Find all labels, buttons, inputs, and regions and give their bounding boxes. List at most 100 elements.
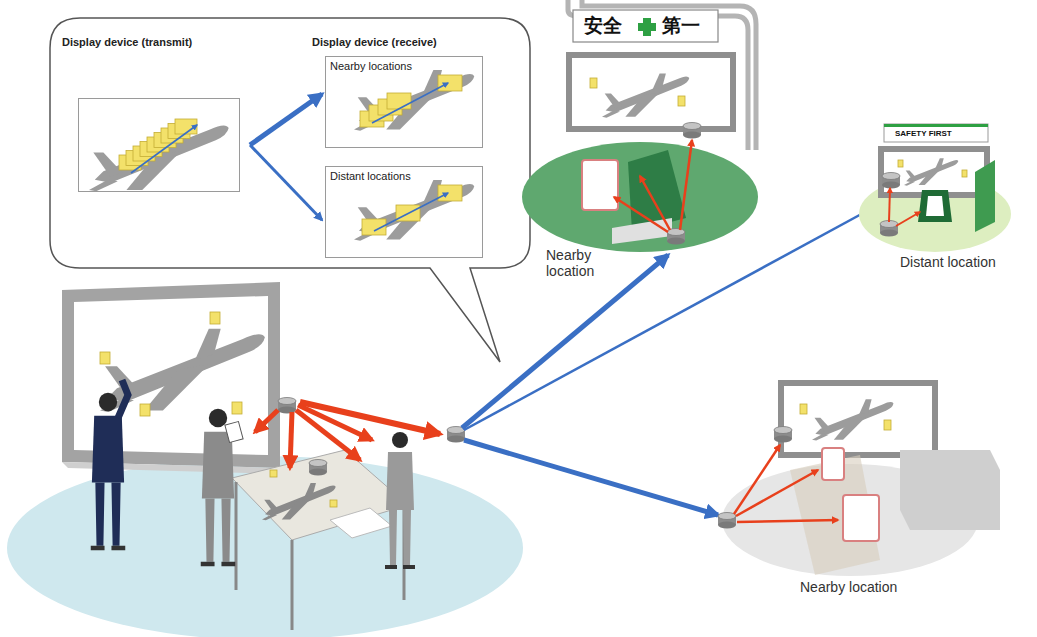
tablet xyxy=(843,495,879,541)
hub-base xyxy=(667,238,685,245)
hub-top xyxy=(309,460,327,467)
signal-arrow xyxy=(462,255,668,428)
sticky-note xyxy=(898,160,903,167)
panel-heading: Display device (receive) xyxy=(312,36,437,48)
display-frame xyxy=(78,98,240,192)
panel-label: Distant locations xyxy=(330,170,478,183)
airplane-fuselage xyxy=(815,402,893,435)
airplane-tail xyxy=(812,434,829,441)
airplane xyxy=(812,399,893,440)
sign-stripe xyxy=(884,124,988,127)
signal-arrow xyxy=(464,440,718,515)
airplane-tail xyxy=(602,111,620,118)
tablet xyxy=(582,160,618,210)
airplane xyxy=(354,180,474,241)
signal-arrow xyxy=(736,470,818,516)
display-panel: Distant locations xyxy=(325,166,483,258)
airplane-wing xyxy=(144,365,209,411)
person-arm xyxy=(118,380,128,418)
panel-label: Distant location xyxy=(900,254,996,270)
chair xyxy=(918,190,952,222)
person-body xyxy=(386,452,414,510)
display-frame xyxy=(566,52,736,132)
display-panel: Nearby locations xyxy=(325,56,483,148)
sign-text: 安全 xyxy=(584,14,622,36)
signal-arrow xyxy=(290,412,292,468)
airplane-tail xyxy=(93,152,122,176)
airplane xyxy=(262,483,336,520)
sign-board xyxy=(884,124,988,142)
sticky-note xyxy=(438,75,462,91)
airplane-tail xyxy=(264,500,279,513)
signal-arrow xyxy=(889,188,890,222)
hub-top xyxy=(683,123,701,130)
hub-base xyxy=(880,230,898,237)
panel-label: Nearby locations xyxy=(330,60,478,73)
sticky-note xyxy=(800,404,807,414)
person xyxy=(385,432,415,569)
airplane-wing xyxy=(859,399,872,414)
site-label: Distant location xyxy=(900,254,996,270)
person-head xyxy=(392,432,408,448)
table-top xyxy=(232,450,408,540)
airplane-wing xyxy=(652,74,666,90)
person-legs xyxy=(205,499,230,562)
table-legs xyxy=(236,482,404,630)
signal-arrow xyxy=(640,176,670,230)
panel-heading: Display device (transmit) xyxy=(62,36,246,49)
signal-arrow xyxy=(300,402,440,434)
person-shoes xyxy=(91,546,126,551)
airplane xyxy=(89,121,229,192)
airplane-wing xyxy=(386,206,433,239)
airplane-tail xyxy=(262,514,277,520)
airplane-fuselage xyxy=(265,485,336,515)
airplane-wing xyxy=(834,417,866,440)
display-screen xyxy=(784,386,932,452)
hub-base xyxy=(447,436,465,443)
sign-text: SAFETY FIRST xyxy=(895,129,952,139)
signal-arrow xyxy=(614,197,668,232)
chair-seat xyxy=(926,196,944,216)
airplane xyxy=(602,74,689,118)
safety-cross xyxy=(638,18,656,36)
person-head xyxy=(209,409,227,427)
hub-base xyxy=(882,182,900,189)
display-picture xyxy=(79,99,241,193)
sticky-note xyxy=(210,312,220,324)
panel-label: Nearby location xyxy=(800,579,897,595)
person-legs xyxy=(95,483,120,546)
airplane-wing xyxy=(935,158,943,168)
sticky-note xyxy=(678,96,685,106)
panel-label: Nearby location xyxy=(546,247,636,279)
sign-text: 第一 xyxy=(662,14,700,36)
airplane-wing xyxy=(625,93,659,117)
sticky-note xyxy=(884,420,891,430)
sign-text: 安全 xyxy=(584,14,622,36)
tablet xyxy=(225,421,243,442)
sticky-note xyxy=(962,170,967,177)
shelf xyxy=(975,160,995,232)
desk xyxy=(612,218,672,244)
person-legs xyxy=(389,510,411,565)
airplane xyxy=(354,70,474,131)
airplane-tail xyxy=(89,180,118,192)
sticky-note xyxy=(590,78,597,88)
drag-arrow xyxy=(374,193,448,231)
airplane-tail xyxy=(815,418,832,432)
display-panel: Display device (transmit) xyxy=(62,36,246,192)
hub-base xyxy=(774,436,792,443)
airplane-tail xyxy=(605,93,623,108)
airplane-fuselage xyxy=(359,74,474,123)
sticky-note xyxy=(438,185,462,201)
drag-arrow xyxy=(131,125,197,173)
hub-top xyxy=(278,398,296,405)
signal-arrow xyxy=(255,410,278,432)
sign-text: SAFETY FIRST xyxy=(895,129,952,138)
site-label: Nearby location xyxy=(800,579,897,595)
green-panel xyxy=(628,150,686,232)
signal-arrow xyxy=(737,520,838,522)
hub-top xyxy=(774,427,792,434)
sticky-note xyxy=(387,93,411,109)
